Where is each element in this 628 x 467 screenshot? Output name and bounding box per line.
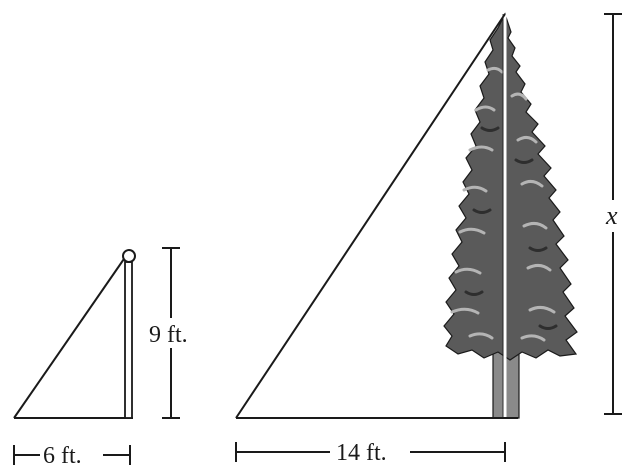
lamp-post [124, 261, 133, 419]
small-height-label-bg [146, 318, 208, 348]
small-triangle-group [13, 249, 136, 419]
small-triangle-hypotenuse [13, 255, 127, 419]
large-base-dimension: 14 ft. [235, 440, 506, 466]
small-base-dimension: 6 ft. [13, 443, 131, 467]
large-triangle-group [235, 13, 518, 419]
small-height-dimension: 9 ft. [146, 247, 208, 419]
lamp-light [122, 249, 136, 263]
large-height-dimension: x [604, 13, 622, 415]
tree-foliage-shadow [464, 126, 558, 330]
large-triangle-hypotenuse [235, 13, 506, 419]
large-base-label: 14 ft. [336, 440, 387, 466]
large-height-label: x [605, 201, 618, 230]
tree-foliage-texture [450, 66, 556, 342]
tree-foliage [443, 12, 578, 361]
tree [443, 12, 578, 419]
small-height-label: 9 ft. [149, 322, 188, 348]
small-base-label: 6 ft. [43, 443, 82, 467]
